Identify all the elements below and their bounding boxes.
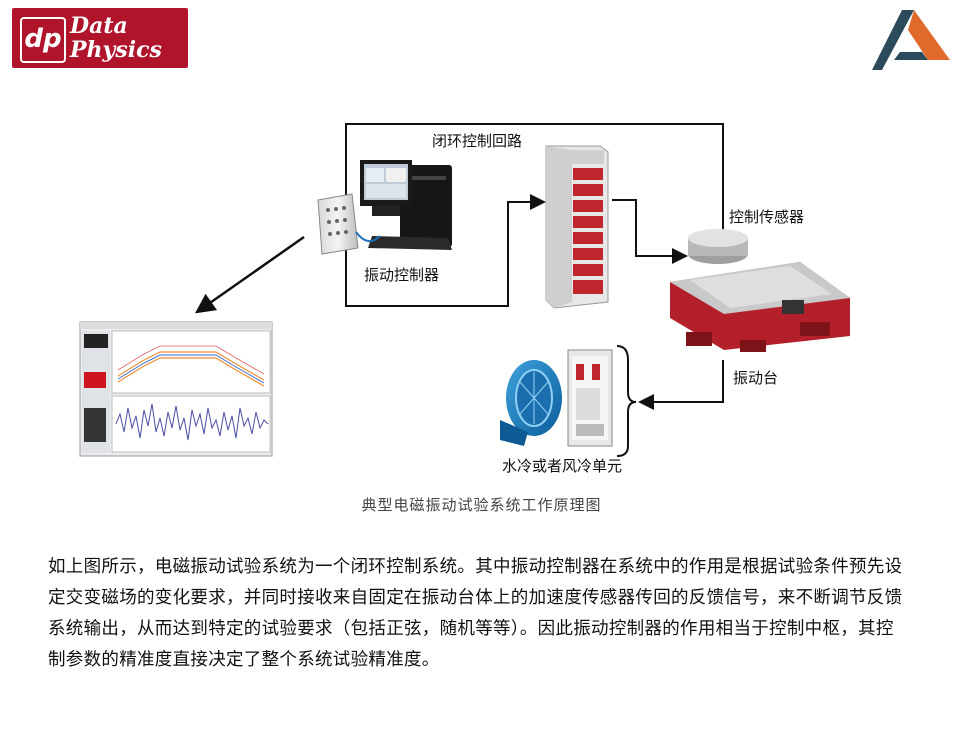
logo-word-data: Data xyxy=(70,13,128,39)
amplifier-to-shaker-line xyxy=(612,199,688,264)
diagram-caption: 典型电磁振动试验系统工作原理图 xyxy=(361,496,602,514)
controller-to-amplifier-line xyxy=(345,194,546,307)
description-paragraph: 如上图所示，电磁振动试验系统为一个闭环控制系统。其中振动控制器在系统中的作用是根… xyxy=(48,557,903,670)
controller-software-screen-image xyxy=(79,321,273,457)
power-amplifier-cabinet-image xyxy=(545,145,609,309)
control-sensor-label: 控制传感器 xyxy=(729,208,805,226)
triangle-logo-icon xyxy=(872,10,950,70)
vibration-controller-label: 振动控制器 xyxy=(364,266,440,284)
cooling-bracket xyxy=(616,345,637,457)
vibration-table-label: 振动台 xyxy=(733,369,779,387)
vibration-table-image xyxy=(670,229,850,352)
controller-to-screen-arrow xyxy=(194,235,305,314)
closed-loop-label: 闭环控制回路 xyxy=(432,132,523,150)
shaker-to-cooling-line xyxy=(638,360,724,410)
cooling-unit-image xyxy=(500,349,613,447)
cooling-unit-label: 水冷或者风冷单元 xyxy=(502,457,623,475)
logo-word-physics: Physics xyxy=(70,37,162,63)
loop-connections xyxy=(194,123,724,457)
dp-logo-mark: dp xyxy=(20,17,66,63)
vibration-controller-image xyxy=(317,160,452,255)
loop-top-line xyxy=(345,123,724,240)
data-physics-logo: dp Data Physics xyxy=(12,8,188,68)
